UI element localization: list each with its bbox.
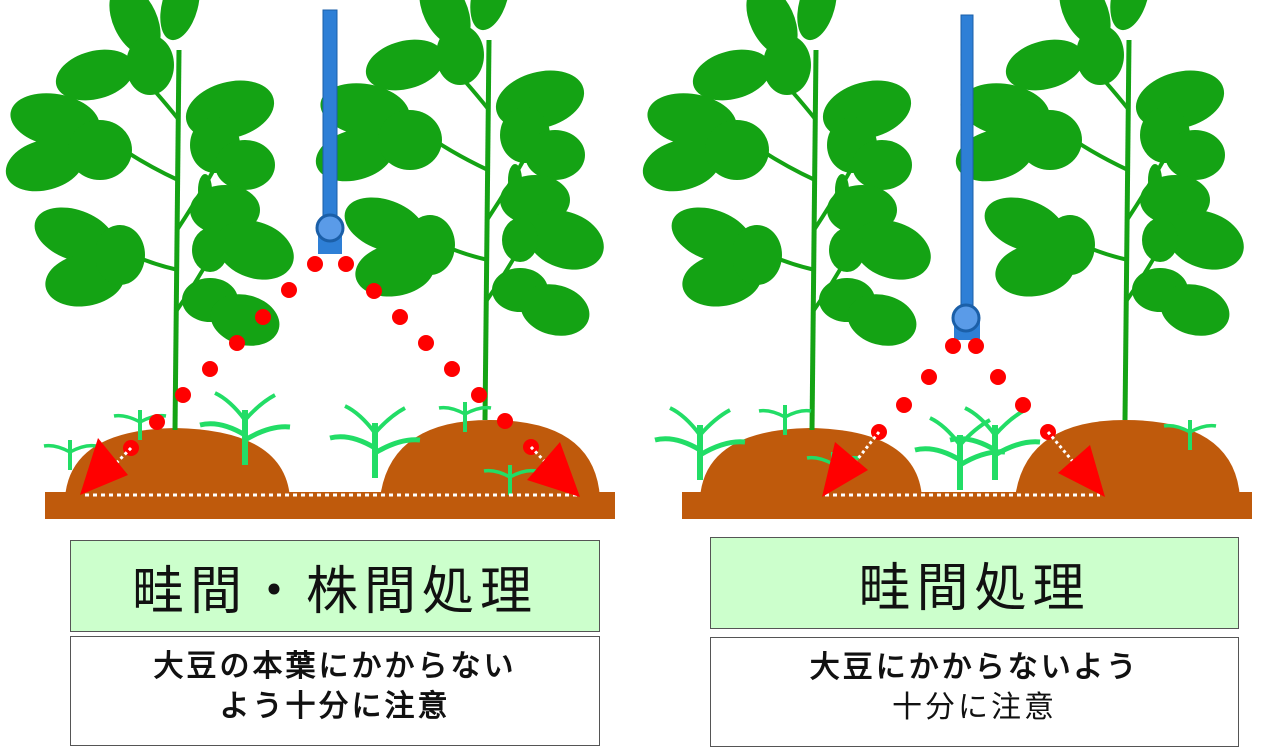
arrowhead-left [80, 438, 128, 495]
right-note-line-2: 十分に注意 [892, 690, 1057, 725]
right-scene [637, 0, 1252, 519]
right-note-box: 大豆にかからないよう 十分に注意 [710, 637, 1239, 747]
nozzle-pipe [960, 14, 974, 306]
left-scene [0, 0, 615, 519]
left-note-box: 大豆の本葉にかからない よう十分に注意 [70, 636, 600, 746]
soybean-plant [950, 0, 1252, 420]
soybean-plant [0, 0, 302, 430]
left-title-box: 畦間・株間処理 [70, 540, 600, 632]
spray-dots [123, 256, 539, 456]
left-note-line-2: よう十分に注意 [219, 689, 451, 724]
spray-dots [871, 338, 1056, 440]
arrowhead-right [527, 442, 580, 497]
nozzle-pipe [322, 9, 338, 231]
arrowhead-left [822, 442, 868, 497]
nozzle-tip [315, 213, 345, 243]
ridge-left-1 [65, 428, 290, 498]
right-title: 畦間処理 [858, 558, 1091, 619]
nozzle-tip [951, 303, 981, 333]
left-note-line-1: 大豆の本葉にかからない [153, 649, 517, 684]
ridge-right-1 [700, 428, 922, 498]
right-title-box: 畦間処理 [710, 537, 1239, 629]
soybean-plant [310, 0, 612, 420]
soybean-plant [637, 0, 939, 430]
arrowhead-right [1058, 445, 1105, 497]
left-title: 畦間・株間処理 [131, 561, 538, 622]
right-note-line-1: 大豆にかからないよう [809, 650, 1140, 685]
